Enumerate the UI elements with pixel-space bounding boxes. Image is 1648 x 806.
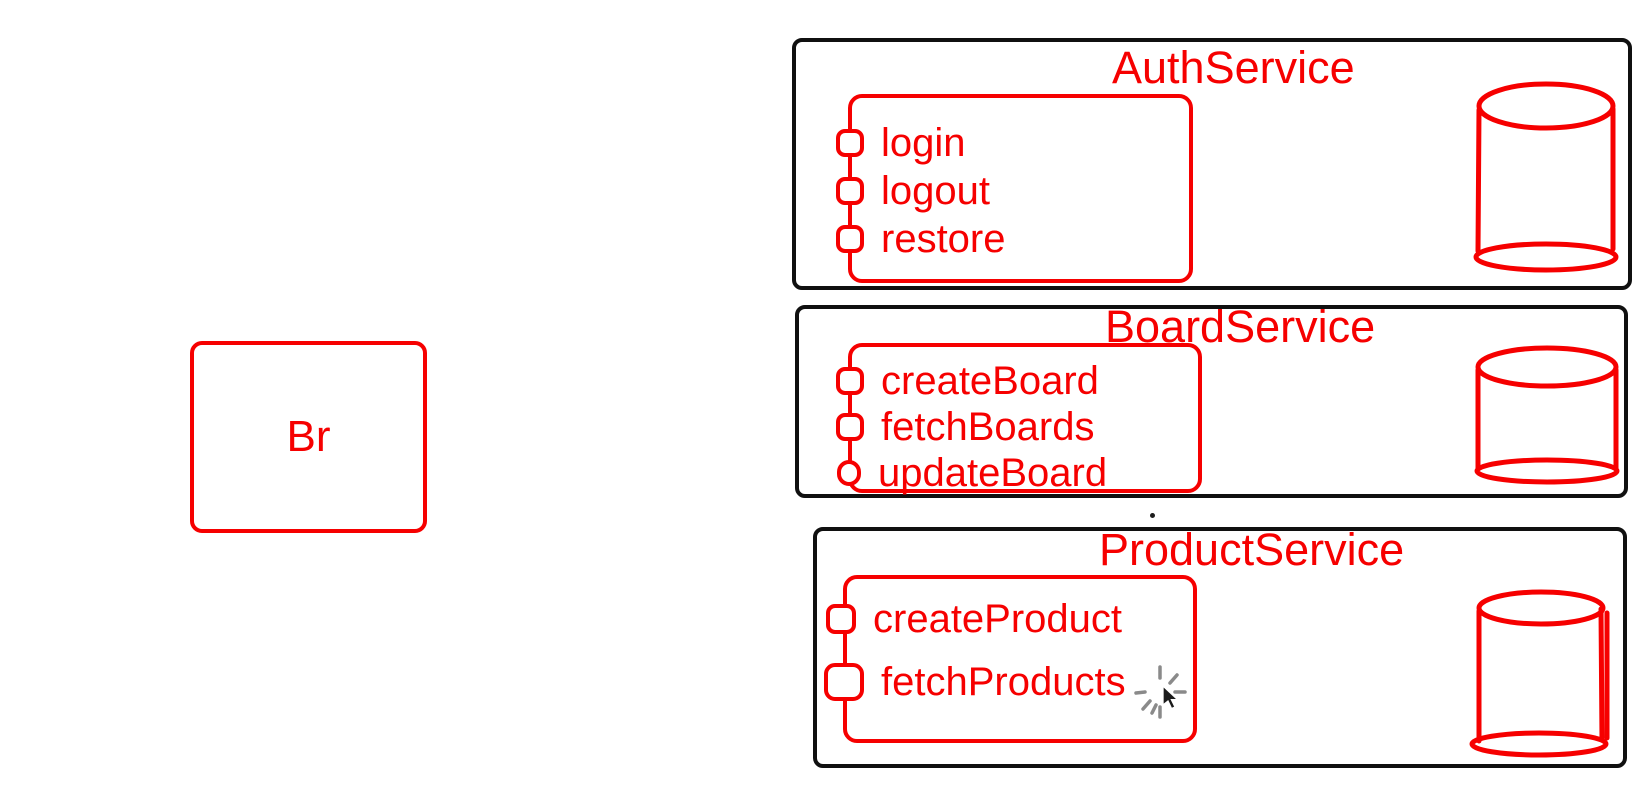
board-service-box[interactable]: BoardService createBoard fetchBoards [795, 301, 1628, 498]
auth-methods-box[interactable]: login logout restore [836, 94, 1193, 283]
auth-service-title: AuthService [1112, 42, 1355, 93]
method-row[interactable]: login [836, 119, 1189, 167]
method-row[interactable]: createProduct [826, 587, 1193, 650]
database-cylinder-icon[interactable] [1473, 80, 1623, 280]
method-row[interactable]: restore [836, 215, 1189, 263]
method-row[interactable]: logout [836, 167, 1189, 215]
ink-dot [1150, 513, 1155, 518]
method-row[interactable]: fetchBoards [836, 404, 1198, 450]
method-label: restore [881, 217, 1006, 261]
browser-node-label: Br [286, 412, 331, 461]
database-cylinder-icon[interactable] [1469, 588, 1616, 760]
busy-pointer-cursor [1134, 665, 1187, 719]
method-label: updateBoard [878, 451, 1108, 495]
method-row[interactable]: updateBoard [837, 450, 1198, 496]
board-methods-box[interactable]: createBoard fetchBoards updateBoard [836, 343, 1202, 496]
method-label: fetchProducts [881, 659, 1126, 704]
product-methods-list: createProduct fetchProducts [824, 579, 1193, 713]
product-service-title: ProductService [1099, 524, 1405, 575]
method-port-icon [836, 177, 864, 205]
method-label: login [881, 121, 966, 165]
method-label: fetchBoards [881, 405, 1095, 449]
auth-service-box[interactable]: AuthService login logout [792, 38, 1632, 290]
method-port-icon [836, 129, 864, 157]
auth-methods-list: login logout restore [836, 98, 1189, 263]
method-port-icon [836, 225, 864, 253]
browser-node[interactable]: Br [190, 341, 427, 533]
method-row[interactable]: fetchProducts [824, 650, 1193, 713]
product-service-box[interactable]: ProductService createProduct fetchProduc… [813, 527, 1627, 768]
method-port-icon [824, 662, 864, 701]
method-label: logout [881, 169, 990, 213]
method-port-icon [836, 367, 864, 395]
database-cylinder-icon[interactable] [1474, 345, 1625, 487]
method-label: createBoard [881, 359, 1099, 403]
method-port-icon [836, 413, 864, 441]
method-port-icon [826, 603, 856, 634]
arrow-pointer-icon [1162, 684, 1180, 710]
method-port-icon [837, 460, 861, 486]
method-label: createProduct [873, 596, 1123, 641]
product-methods-box[interactable]: createProduct fetchProducts [824, 575, 1197, 743]
board-methods-list: createBoard fetchBoards updateBoard [836, 347, 1198, 496]
board-service-title: BoardService [1105, 301, 1376, 352]
method-row[interactable]: createBoard [836, 358, 1198, 404]
